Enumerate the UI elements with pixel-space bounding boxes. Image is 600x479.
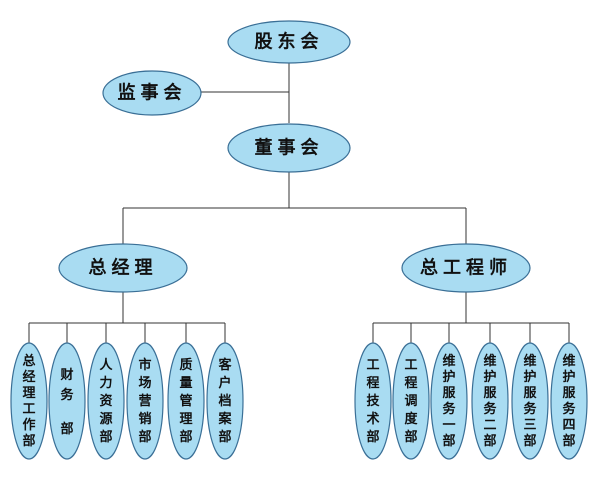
node-ce-dept-3-label: 维护服务一部 xyxy=(442,353,456,449)
node-general-manager-label: 总经理 xyxy=(89,257,158,279)
node-gm-dept-4-shape xyxy=(126,342,164,460)
node-ce-dept-2-shape xyxy=(392,342,430,460)
node-board: 董事会 xyxy=(227,123,351,173)
node-gm-dept-1-shape xyxy=(10,342,48,460)
node-ce-dept-5: 维护服务三部 xyxy=(511,342,549,460)
node-general-manager-shape xyxy=(58,243,188,293)
node-ce-dept-6-label: 维护服务四部 xyxy=(562,353,576,449)
node-gm-dept-5: 质量管理部 xyxy=(167,342,205,460)
node-gm-dept-2-label: 财务部 xyxy=(60,367,74,437)
node-ce-dept-2-label: 工程调度部 xyxy=(404,358,418,445)
node-chief-engineer-label: 总工程师 xyxy=(420,257,512,279)
node-ce-dept-1-label: 工程技术部 xyxy=(365,358,380,445)
node-gm-dept-6: 客户档案部 xyxy=(206,342,244,460)
node-gm-dept-2: 财务部 xyxy=(48,342,86,460)
node-chief-engineer-shape xyxy=(401,243,531,293)
node-ce-dept-6: 维护服务四部 xyxy=(550,342,588,460)
node-gm-dept-5-label: 质量管理部 xyxy=(179,357,192,445)
node-ce-dept-3: 维护服务一部 xyxy=(430,342,468,460)
node-ce-dept-3-shape xyxy=(430,342,468,460)
node-gm-dept-4-label: 市场营销部 xyxy=(138,357,151,445)
node-ce-dept-4-shape xyxy=(471,342,509,460)
node-shareholders-shape xyxy=(227,20,351,64)
node-ce-dept-5-label: 维护服务三部 xyxy=(523,353,537,449)
node-gm-dept-4: 市场营销部 xyxy=(126,342,164,460)
node-gm-dept-6-label: 客户档案部 xyxy=(217,357,232,445)
node-gm-dept-3-shape xyxy=(87,342,125,460)
node-gm-dept-1-label: 总经理工作部 xyxy=(22,353,35,449)
node-ce-dept-1: 工程技术部 xyxy=(354,342,392,460)
node-shareholders-label: 股东会 xyxy=(254,31,324,53)
node-gm-dept-3-label: 人力资源部 xyxy=(99,357,113,445)
node-gm-dept-6-shape xyxy=(206,342,244,460)
node-general-manager: 总经理 xyxy=(58,243,188,293)
node-supervisors: 监事会 xyxy=(102,70,202,116)
node-ce-dept-4-label: 维护服务二部 xyxy=(483,353,497,449)
node-ce-dept-6-shape xyxy=(550,342,588,460)
node-ce-dept-5-shape xyxy=(511,342,549,460)
node-shareholders: 股东会 xyxy=(227,20,351,64)
node-gm-dept-1: 总经理工作部 xyxy=(10,342,48,460)
node-supervisors-shape xyxy=(102,70,202,116)
node-gm-dept-2-shape xyxy=(48,342,86,460)
node-board-shape xyxy=(227,123,351,173)
node-chief-engineer: 总工程师 xyxy=(401,243,531,293)
node-supervisors-label: 监事会 xyxy=(118,82,187,104)
connector-lines xyxy=(28,62,570,344)
node-ce-dept-2: 工程调度部 xyxy=(392,342,430,460)
node-gm-dept-3: 人力资源部 xyxy=(87,342,125,460)
node-board-label: 董事会 xyxy=(255,137,324,159)
node-gm-dept-5-shape xyxy=(167,342,205,460)
node-ce-dept-4: 维护服务二部 xyxy=(471,342,509,460)
node-ce-dept-1-shape xyxy=(354,342,392,460)
